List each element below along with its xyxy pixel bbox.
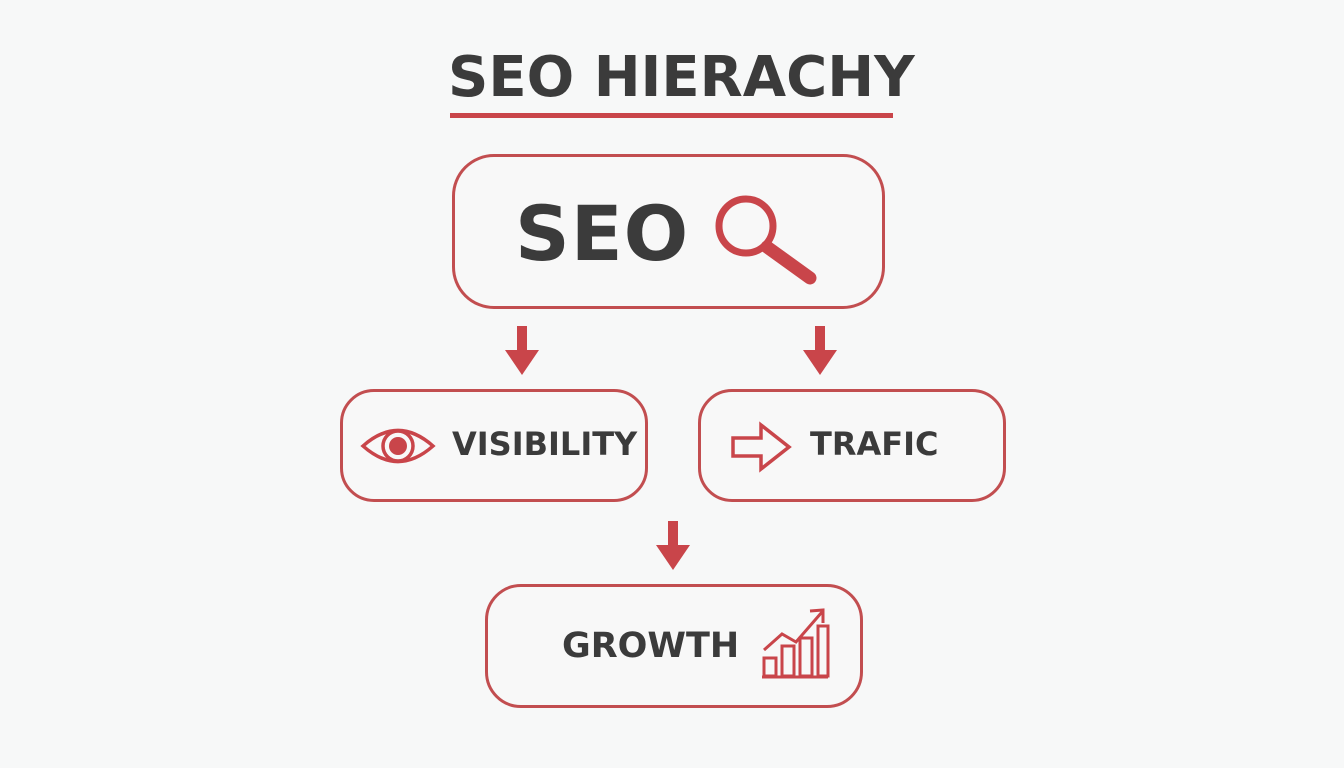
eye-icon [360, 423, 436, 469]
seo-node [452, 154, 885, 309]
title-underline [450, 113, 893, 118]
seo-node-label: SEO [515, 189, 690, 278]
trafic-node [698, 389, 1006, 502]
trafic-node-label: TRAFIC [810, 425, 939, 463]
page-title: SEO HIERACHY [448, 45, 915, 110]
arrow-down-icon [503, 326, 541, 376]
arrow-down-icon [801, 326, 839, 376]
magnifier-icon [710, 190, 820, 290]
growth-chart-icon [760, 606, 830, 680]
arrow-down-icon [654, 521, 692, 571]
arrow-right-outline-icon [730, 421, 792, 473]
growth-node-label: GROWTH [562, 626, 740, 666]
visibility-node-label: VISIBILITY [452, 425, 638, 463]
